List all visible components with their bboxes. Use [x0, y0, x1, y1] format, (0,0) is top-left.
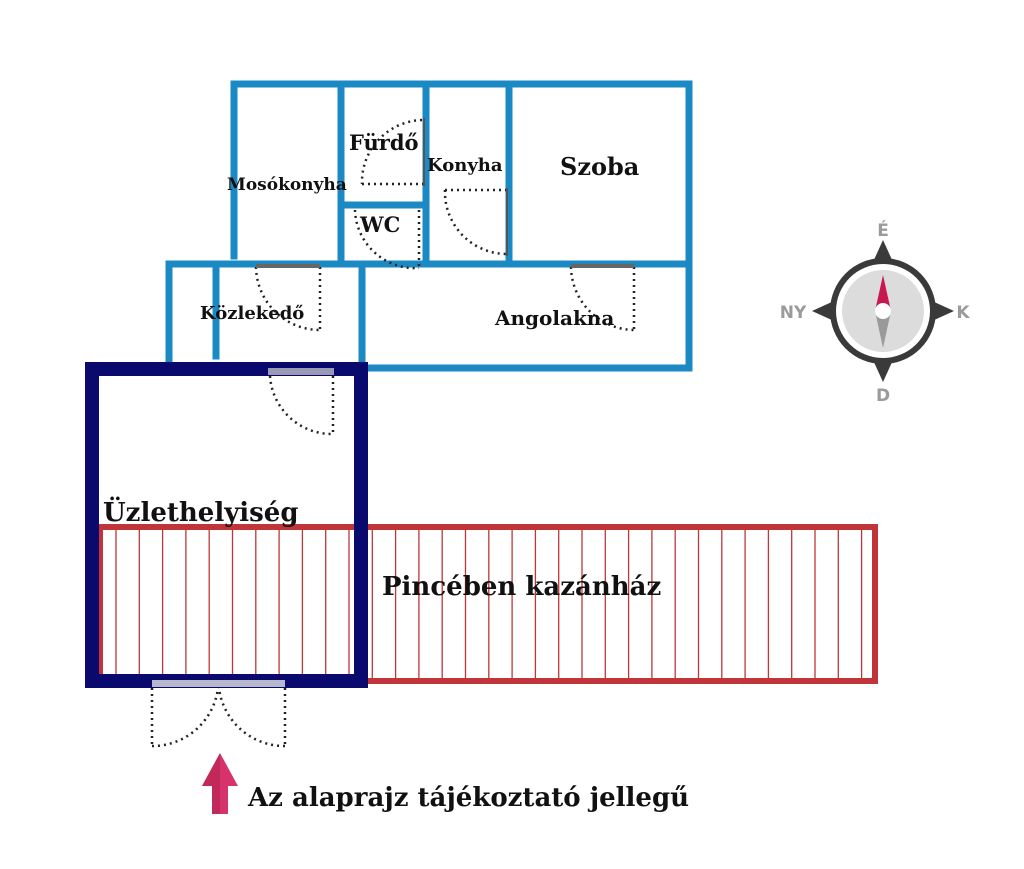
door-shop-entrance	[150, 680, 287, 748]
label-angolakna: Angolakna	[494, 306, 614, 330]
upper-floor-walls	[165, 80, 693, 372]
label-mosokonyha: Mosókonyha	[227, 175, 347, 195]
door-konyha	[443, 188, 508, 256]
door-kozlekedo	[254, 264, 322, 332]
compass-needle-north	[875, 275, 891, 311]
door-wc	[353, 209, 421, 270]
compass-point-east	[932, 301, 954, 321]
door-angolakna	[569, 264, 636, 332]
door-shop-inner	[268, 368, 335, 436]
door-furdo	[360, 118, 425, 186]
compass-label-north: É	[877, 219, 889, 241]
label-pince: Pincében kazánház	[382, 572, 661, 602]
label-szoba: Szoba	[560, 152, 639, 181]
label-wc: WC	[359, 212, 400, 237]
label-uzlethelyiseg: Üzlethelyiség	[103, 496, 299, 528]
compass-point-south	[873, 360, 893, 382]
compass-label-west: NY	[780, 303, 807, 323]
compass-label-east: K	[956, 303, 970, 323]
basement-area	[97, 524, 878, 684]
label-kozlekedo: Közlekedő	[200, 303, 304, 324]
compass-needle-south	[875, 311, 891, 348]
compass-point-west	[812, 301, 834, 321]
compass: É D K NY	[780, 219, 971, 406]
compass-point-north	[873, 240, 893, 262]
disclaimer-note: Az alaprajz tájékoztató jellegű	[247, 783, 689, 813]
compass-label-south: D	[876, 386, 890, 406]
entrance-arrow-icon	[202, 753, 238, 814]
label-konyha: Konyha	[427, 155, 503, 176]
label-furdo: Fürdő	[349, 130, 419, 155]
